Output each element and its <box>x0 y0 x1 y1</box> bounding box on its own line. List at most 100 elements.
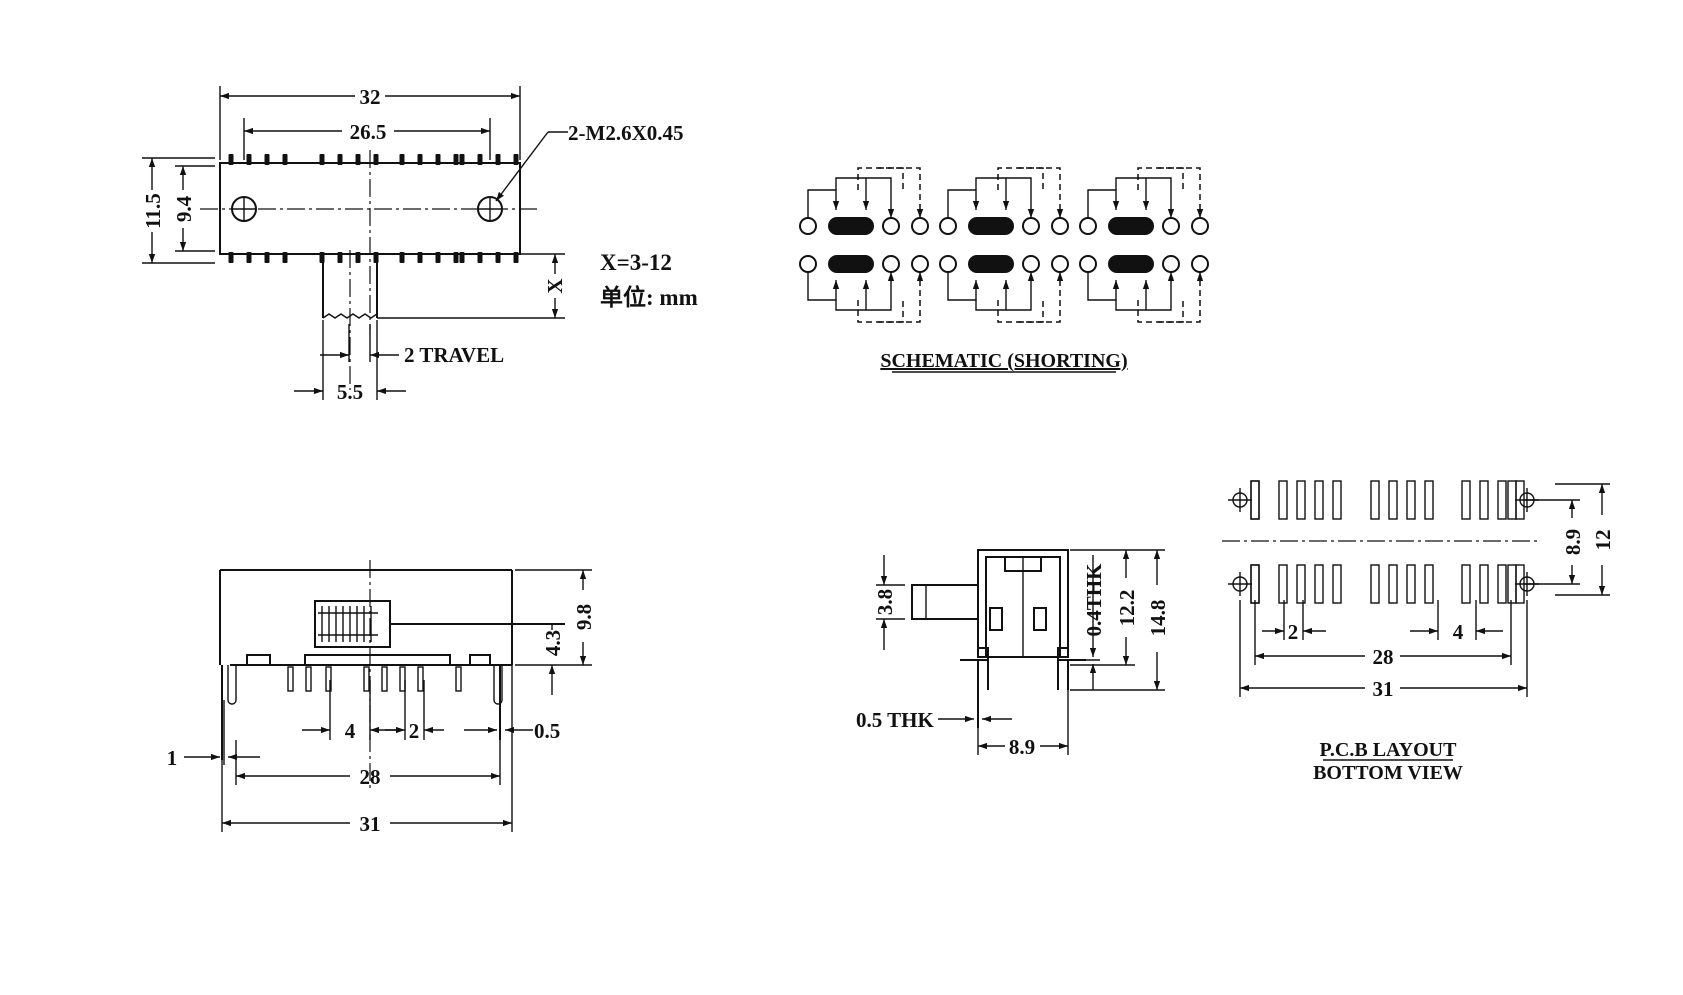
dim-2-label: 2 <box>409 719 420 743</box>
unit-note: 单位: mm <box>600 284 698 310</box>
pcb-pad <box>1314 480 1324 520</box>
pin <box>495 252 501 263</box>
pin <box>319 154 325 165</box>
pin <box>459 154 465 165</box>
contact <box>1022 255 1040 273</box>
dashed-connection <box>857 167 924 218</box>
pin <box>453 252 459 263</box>
pcb-pad <box>1278 480 1288 520</box>
pin <box>282 252 288 263</box>
pcb-pad <box>1296 564 1306 604</box>
dashed-connection <box>878 300 904 323</box>
contact <box>1051 217 1069 235</box>
front-pin <box>417 666 424 692</box>
contact <box>939 255 957 273</box>
pin <box>337 252 343 263</box>
dim-3-8-label: 3.8 <box>873 589 897 615</box>
pin <box>477 252 483 263</box>
pcb-pad <box>1406 480 1416 520</box>
pcb-pad <box>1250 480 1260 520</box>
connection-line <box>807 189 840 218</box>
pcb-dim-8-9-label: 8.9 <box>1561 529 1585 555</box>
dashed-connection <box>857 272 924 323</box>
contact <box>1162 217 1180 235</box>
side-leads <box>977 660 1069 690</box>
schematic-shorting <box>799 167 1209 323</box>
pcb-pad <box>1479 480 1489 520</box>
contact <box>1162 255 1180 273</box>
pin <box>228 252 234 263</box>
dim-8-9-label: 8.9 <box>1009 735 1035 759</box>
dim-0-4thk-label: 0.4THK <box>1082 563 1106 637</box>
connection-line <box>835 280 870 311</box>
connection-line <box>1115 177 1150 210</box>
contact <box>1079 255 1097 273</box>
side-actuator <box>911 584 979 620</box>
dim-4-3-label: 4.3 <box>541 630 565 656</box>
dim-14-8-label: 14.8 <box>1146 600 1170 637</box>
pcb-pad <box>1507 564 1517 604</box>
front-pin <box>325 666 332 692</box>
dim-0-5thk-label: 0.5 THK <box>856 708 934 732</box>
pcb-pad <box>1370 564 1380 604</box>
dim-11-5-label: 11.5 <box>141 193 165 229</box>
contact <box>799 217 817 235</box>
pcb-pad <box>1406 564 1416 604</box>
pcb-pad <box>1497 480 1507 520</box>
dashed-connection <box>997 167 1064 218</box>
pcb-pad <box>1507 480 1517 520</box>
front-pin <box>381 666 388 692</box>
mount-thread-note: 2-M2.6X0.45 <box>568 121 683 145</box>
dim-9-8-label: 9.8 <box>572 604 596 630</box>
pcb-pad <box>1388 480 1398 520</box>
connection-line <box>835 177 870 210</box>
pcb-pad-rows <box>1228 480 1539 604</box>
connection-line <box>1146 177 1175 218</box>
connection-line <box>1115 280 1150 311</box>
contact <box>939 217 957 235</box>
pin <box>373 154 379 165</box>
shorting-bar <box>828 255 874 273</box>
pin <box>246 154 252 165</box>
top-view: 32 26.5 2-M2.6X0.45 11.5 9.4 X X=3-12 单位… <box>141 85 698 404</box>
pin <box>417 154 423 165</box>
front-pin <box>363 666 370 692</box>
pin <box>355 154 361 165</box>
dim-9-4-label: 9.4 <box>172 195 196 222</box>
dim-28-label: 28 <box>360 765 381 789</box>
pin <box>417 252 423 263</box>
schematic-section <box>1079 167 1209 323</box>
dashed-connection <box>1137 272 1204 323</box>
pcb-pad <box>1461 480 1471 520</box>
contact <box>1022 217 1040 235</box>
pin <box>453 154 459 165</box>
pin <box>513 154 519 165</box>
side-view: 3.8 0.4THK 12.2 14.8 0.5 THK 8.9 <box>856 549 1170 759</box>
pin <box>337 154 343 165</box>
front-pin-row <box>221 665 503 760</box>
shorting-bar <box>968 217 1014 235</box>
connection-line <box>1087 272 1120 301</box>
front-pin <box>455 666 462 692</box>
pcb-title-line2: BOTTOM VIEW <box>1313 762 1463 784</box>
connection-line <box>1006 177 1035 218</box>
dim-5-5-label: 5.5 <box>337 380 363 404</box>
pcb-dim-4-label: 4 <box>1453 620 1464 644</box>
dim-4-label: 4 <box>345 719 356 743</box>
dim-x-label: X <box>543 278 567 293</box>
pcb-pad <box>1388 564 1398 604</box>
contact <box>1191 217 1209 235</box>
contact <box>882 217 900 235</box>
dashed-connection <box>1018 167 1044 190</box>
dashed-connection <box>1158 167 1184 190</box>
pin <box>264 252 270 263</box>
pin <box>228 154 234 165</box>
pin <box>435 252 441 263</box>
pin <box>355 252 361 263</box>
contact <box>911 217 929 235</box>
dashed-connection <box>1158 300 1184 323</box>
contact <box>1051 255 1069 273</box>
pin <box>264 154 270 165</box>
dashed-connection <box>878 167 904 190</box>
pin <box>477 154 483 165</box>
